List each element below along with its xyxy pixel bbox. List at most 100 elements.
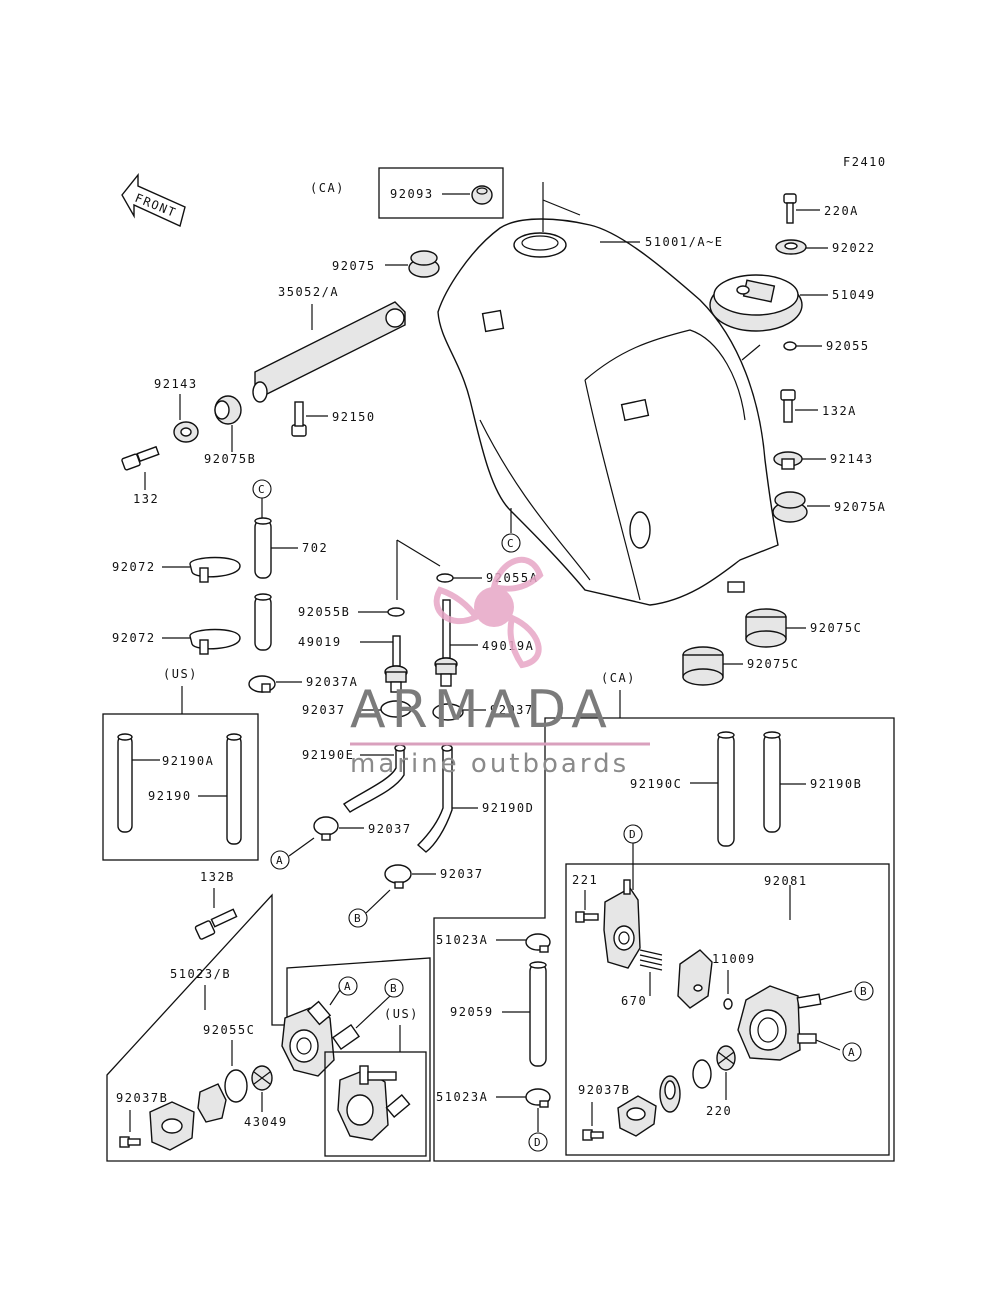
ca-fuel-cock-box — [433, 717, 895, 1162]
part-label-11009: 220 — [706, 1104, 732, 1118]
o-ring-icon — [783, 341, 797, 351]
o-ring-icon — [224, 1069, 248, 1103]
part-label-51023a: 92081 — [764, 874, 808, 888]
o-ring-icon — [436, 573, 454, 583]
part-label-51001: 51001/A~E — [645, 235, 724, 249]
part-label-92075c-2: 92075C — [747, 657, 799, 671]
rubber-damper-icon — [682, 646, 724, 686]
part-label-92190c: 92190C — [630, 777, 682, 791]
part-label-92075b: 92075B — [204, 452, 256, 466]
part-label-92037-2: 92037 — [490, 703, 534, 717]
filter-screen-icon — [251, 1065, 273, 1091]
part-label-92055c: 92055C — [203, 1023, 255, 1037]
bracket-icon — [252, 301, 406, 403]
clamp-icon — [525, 1088, 551, 1108]
band-icon — [189, 556, 241, 583]
washer-icon — [775, 239, 807, 255]
svg-text:C: C — [507, 537, 514, 550]
hose-icon — [254, 593, 272, 651]
part-label-92072-2: 92072 — [112, 631, 156, 645]
hose-icon — [529, 961, 547, 1067]
lever-plate-icon — [603, 879, 641, 969]
collar-icon — [173, 421, 199, 443]
part-label-92055: 92055 — [826, 339, 870, 353]
svg-text:B: B — [354, 912, 361, 925]
nut-icon — [471, 185, 493, 205]
clamp-icon — [248, 675, 276, 693]
part-label-92037b-1: 51023A — [436, 933, 488, 947]
bolt-icon — [783, 193, 797, 224]
o-ring-icon — [692, 1059, 712, 1089]
grommet-icon — [214, 395, 242, 425]
part-label-92075a: 92075A — [834, 500, 886, 514]
svg-text:A: A — [276, 854, 283, 867]
part-label-92190: 92190 — [148, 789, 192, 803]
svg-text:A: A — [344, 980, 351, 993]
svg-text:B: B — [390, 982, 397, 995]
fuel-cock-body-icon — [281, 1000, 361, 1077]
figure-code: F2410 — [843, 155, 887, 169]
callout-a-icon: A — [338, 976, 358, 996]
us-fuel-cock-box — [324, 1051, 427, 1157]
callout-b-icon: B — [348, 908, 368, 928]
fuel-tap-icon — [434, 599, 458, 687]
hose-icon — [226, 733, 242, 845]
part-label-92150: 92150 — [332, 410, 376, 424]
bolt-icon — [291, 401, 307, 437]
part-label-220-left: 92037B — [116, 1091, 168, 1105]
hose-icon — [117, 733, 133, 833]
part-label-92081: 670 — [621, 994, 647, 1008]
part-label-92037-1: 92037 — [302, 703, 346, 717]
clamp-icon — [313, 816, 339, 841]
screw-icon — [119, 1136, 141, 1148]
part-label-92190a: 92190A — [162, 754, 214, 768]
part-label-92037a: 92037A — [306, 675, 358, 689]
part-label-92190d: 92190D — [482, 801, 534, 815]
part-label-132a: 132A — [822, 404, 857, 418]
callout-c-icon: C — [501, 533, 521, 553]
hose-icon — [254, 517, 272, 579]
part-label-132: 132 — [133, 492, 159, 506]
region-us-label: (US) — [163, 667, 198, 681]
bolt-icon — [194, 908, 238, 940]
clamp-icon — [384, 864, 412, 889]
front-arrow-icon: FRONT — [121, 173, 186, 227]
hose-icon — [763, 731, 781, 833]
us-hose-box — [102, 713, 259, 861]
collar-icon — [773, 451, 803, 470]
grommet-icon — [408, 250, 440, 278]
fuel-cap-icon — [709, 274, 803, 332]
lever-icon — [659, 1075, 681, 1113]
part-label-92037-4: 92037 — [440, 867, 484, 881]
part-label-92037b-2: 51023A — [436, 1090, 488, 1104]
cover-plate-icon — [617, 1095, 657, 1137]
bolt-icon — [780, 389, 796, 423]
part-label-51049: 51049 — [832, 288, 876, 302]
svg-text:D: D — [534, 1136, 541, 1149]
hose-icon — [342, 744, 406, 813]
part-label-92143-left: 92143 — [154, 377, 198, 391]
part-label-43049: 43049 — [244, 1115, 288, 1129]
part-label-49019: 49019 — [298, 635, 342, 649]
part-label-92190b: 92190B — [810, 777, 862, 791]
fuel-tank — [437, 182, 779, 606]
part-label-92190e: 92190E — [302, 748, 354, 762]
watermark-tagline: marine outboards — [350, 749, 629, 779]
lever-icon — [197, 1083, 227, 1123]
callout-b-icon: B — [384, 978, 404, 998]
spring-icon — [639, 949, 663, 971]
part-label-51023b: 51023/B — [170, 967, 231, 981]
part-label-92143-right: 92143 — [830, 452, 874, 466]
lower-fuel-cock-box — [106, 893, 431, 1162]
fuel-cock-body-icon — [737, 985, 822, 1061]
svg-text:B: B — [860, 985, 867, 998]
watermark-brand: ARMADA — [350, 680, 613, 740]
clamp-icon — [525, 933, 551, 953]
callout-d-icon: D — [623, 824, 643, 844]
clamp-icon — [380, 700, 464, 721]
part-label-220a: 220A — [824, 204, 859, 218]
part-label-702: 702 — [302, 541, 328, 555]
svg-text:C: C — [258, 483, 265, 496]
region-ca-label-2: (CA) — [601, 671, 636, 685]
